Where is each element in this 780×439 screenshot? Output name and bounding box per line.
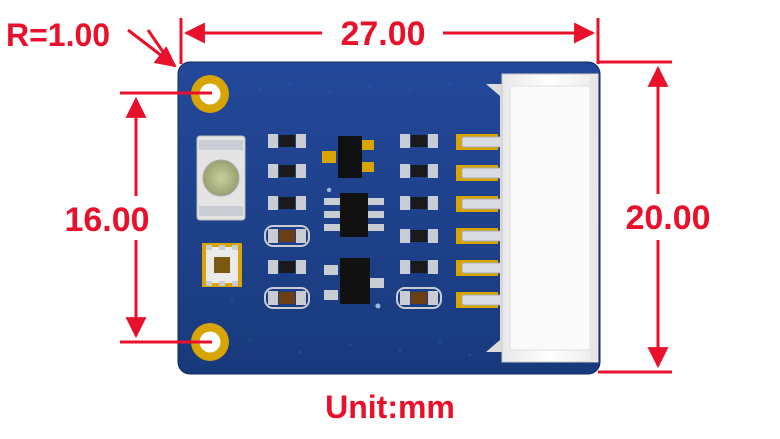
height-dimension [598,60,672,374]
width-dimension [179,18,600,64]
radius-dimension [127,28,177,68]
connector-pin [456,292,507,308]
radius-label: R=1.00 [6,17,110,53]
smd-part [268,134,306,148]
connector-pins [456,134,507,308]
smd-part [400,260,438,274]
smd-part [264,287,310,309]
hole-spacing-dimension [120,91,212,344]
smd-part [400,196,438,210]
connector-pin [456,134,507,150]
smd-part [264,225,310,247]
connector-pin [456,228,507,244]
connector-pin [456,196,507,212]
smd-part [268,196,306,210]
smd-part [268,260,306,274]
led-component [196,135,246,221]
smd-part [268,164,306,178]
smd-part [400,134,438,148]
smd-part [400,229,438,243]
smd-column-right [396,134,442,309]
width-label: 27.00 [340,15,425,53]
connector-pin [456,165,507,181]
ic-top [322,136,374,178]
hole-spacing-label: 16.00 [64,201,149,239]
height-label: 20.00 [625,199,710,237]
ic-middle [324,193,384,237]
unit-label: Unit:mm [325,389,455,425]
smd-column-left [264,134,310,309]
ic-bottom [324,258,384,304]
smd-part [396,287,442,309]
smd-part [400,164,438,178]
sensor-component [202,243,242,287]
connector-icon [486,73,599,363]
